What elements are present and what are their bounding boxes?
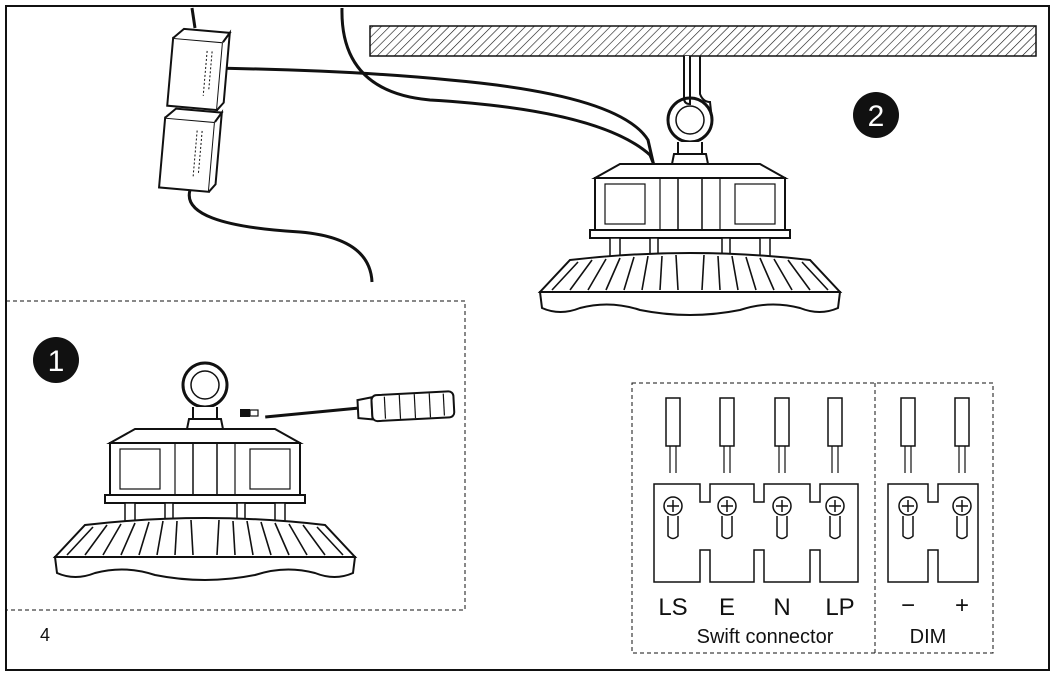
swift-connector-block bbox=[653, 483, 859, 583]
power-cables bbox=[187, 7, 660, 283]
page-number: 4 bbox=[40, 625, 50, 645]
svg-text:2: 2 bbox=[868, 100, 885, 133]
terminal-label-plus: + bbox=[955, 592, 969, 619]
screw-icon bbox=[240, 409, 259, 417]
terminal-label-minus: − bbox=[901, 592, 915, 619]
high-bay-lamp-icon bbox=[538, 96, 842, 317]
junction-box-icon bbox=[157, 27, 232, 193]
dim-caption: DIM bbox=[910, 626, 947, 648]
suspension-wires bbox=[683, 56, 713, 121]
ceiling bbox=[369, 25, 1037, 57]
step-badge-1: 1 bbox=[33, 337, 79, 383]
wiring-panel: LS E N LP − + Swift connector DIM bbox=[631, 382, 994, 654]
terminal-label-n: N bbox=[773, 594, 790, 621]
high-bay-lamp-icon bbox=[53, 361, 357, 582]
svg-text:1: 1 bbox=[48, 345, 65, 378]
screwdriver-icon bbox=[265, 390, 456, 423]
terminal-label-e: E bbox=[719, 594, 735, 621]
step1-panel bbox=[5, 300, 466, 611]
terminal-label-ls: LS bbox=[658, 594, 687, 621]
swift-connector-caption: Swift connector bbox=[697, 626, 834, 648]
step-badge-2: 2 bbox=[853, 92, 899, 138]
terminal-label-lp: LP bbox=[825, 594, 854, 621]
